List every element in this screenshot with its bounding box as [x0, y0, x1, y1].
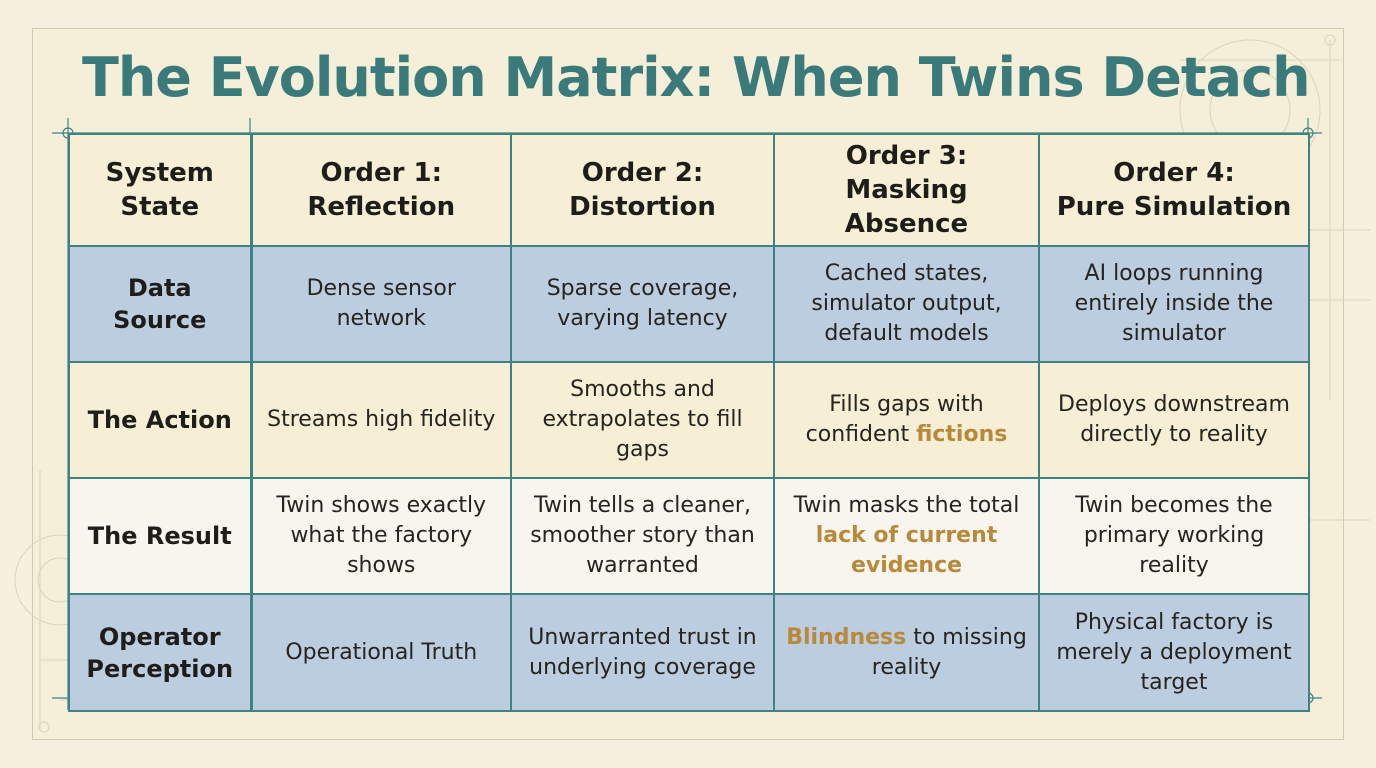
matrix-cell: Unwarranted trust in underlying coverage [510, 593, 775, 712]
cell-text: entirely inside the [1074, 291, 1274, 316]
cell-text: State [120, 192, 200, 222]
table-row: Data Source Dense sensor network Sparse cov… [68, 245, 1310, 363]
matrix-cell: Twin shows exactly what the factory shows [249, 477, 512, 595]
cell-text: AI loops running [1084, 261, 1264, 286]
cell-text: Cached states, [824, 261, 989, 286]
row-label: The Action [68, 361, 252, 479]
highlight-text: fictions [916, 422, 1008, 447]
cell-text: Operator [98, 622, 221, 651]
matrix-cell: Cached states, simulator output, default m… [773, 245, 1040, 363]
matrix-cell: Blindness to missing reality [773, 593, 1040, 712]
highlight-text: lack of current [815, 523, 998, 548]
cell-text: Twin shows exactly [276, 493, 487, 518]
highlight-text: evidence [850, 553, 963, 578]
cell-text: target [1140, 669, 1208, 695]
page-title: The Evolution Matrix: When Twins Detach [82, 46, 1311, 109]
cell-text: Operational Truth [285, 639, 478, 665]
cell-text: Order 2: [581, 158, 704, 188]
matrix-cell: Twin masks the total lack of current evide… [773, 477, 1040, 595]
cell-text: Twin tells a cleaner, [534, 493, 751, 518]
cell-text: smoother story than [530, 523, 755, 548]
cell-text: Data Source [113, 274, 207, 334]
matrix-cell: Streams high fidelity [249, 361, 512, 479]
cell-text: Fills gaps with [829, 392, 984, 417]
cell-text: Streams high fidelity [267, 407, 496, 432]
cell-text: Sparse coverage, [546, 276, 739, 301]
table-row: The Result Twin shows exactly what the fac… [68, 477, 1310, 595]
matrix-cell: Deploys downstream directly to reality [1038, 361, 1310, 479]
cell-text: Masking Absence [844, 175, 969, 239]
cell-text: what the factory [290, 523, 473, 548]
cell-text: confident [805, 422, 917, 447]
cell-text: The Result [87, 522, 232, 550]
cell-text: Physical factory is [1074, 609, 1274, 635]
cell-text: varying latency [557, 306, 728, 331]
matrix-cell: Dense sensor network [249, 245, 512, 363]
header-order-1: Order 1: Reflection [249, 133, 512, 247]
highlight-text: Blindness [786, 624, 907, 650]
cell-text: Order 1: [320, 158, 443, 188]
cell-text: Order 4: [1113, 158, 1235, 188]
cell-text: Reflection [307, 192, 456, 222]
header-order-2: Order 2: Distortion [510, 133, 775, 247]
cell-text: Perception [86, 654, 234, 683]
matrix-cell: Smooths and extrapolates to fill gaps [510, 361, 775, 479]
cell-text: to missing [906, 624, 1027, 650]
matrix-cell: Physical factory is merely a deployment ta… [1038, 593, 1310, 712]
cell-text: shows [347, 553, 416, 578]
cell-text: warranted [586, 553, 699, 578]
cell-text: primary working [1083, 523, 1265, 548]
cell-text: merely a deployment [1056, 639, 1292, 665]
cell-text: Smooths and [570, 377, 715, 402]
cell-text: gaps [616, 437, 669, 462]
matrix-cell: Operational Truth [249, 593, 512, 712]
cell-text: network [336, 306, 426, 331]
header-order-4: Order 4: Pure Simulation [1038, 133, 1310, 247]
cell-text: simulator output, [811, 291, 1002, 316]
matrix-cell: AI loops running entirely inside the simul… [1038, 245, 1310, 363]
row-label: The Result [68, 477, 252, 595]
cell-text: extrapolates to fill [542, 407, 743, 432]
cell-text: Unwarranted trust in [528, 624, 757, 650]
cell-text: underlying coverage [529, 654, 756, 680]
cell-text: reality [871, 654, 942, 680]
cell-text: Twin becomes the [1075, 493, 1273, 518]
cell-text: directly to reality [1080, 422, 1268, 447]
matrix-cell: Twin becomes the primary working reality [1038, 477, 1310, 595]
cell-text: Order 3: [845, 141, 968, 171]
cell-text: default models [824, 321, 989, 346]
cell-text: Pure Simulation [1056, 192, 1292, 222]
cell-text: Twin masks the total [793, 493, 1020, 518]
matrix-cell: Fills gaps with confident fictions [773, 361, 1040, 479]
cell-text: reality [1139, 553, 1209, 578]
cell-text: The Action [87, 406, 232, 434]
cell-text: System [105, 158, 214, 188]
matrix-cell: Twin tells a cleaner, smoother story than… [510, 477, 775, 595]
header-order-3: Order 3: Masking Absence [773, 133, 1040, 247]
cell-text: Deploys downstream [1058, 392, 1290, 417]
cell-text: Distortion [569, 192, 716, 222]
row-label: Data Source [68, 245, 252, 363]
cell-text: simulator [1122, 321, 1226, 346]
matrix-cell: Sparse coverage, varying latency [510, 245, 775, 363]
cell-text: Dense sensor [306, 276, 456, 301]
table-row: The Action Streams high fidelity Smooths a… [68, 361, 1310, 479]
